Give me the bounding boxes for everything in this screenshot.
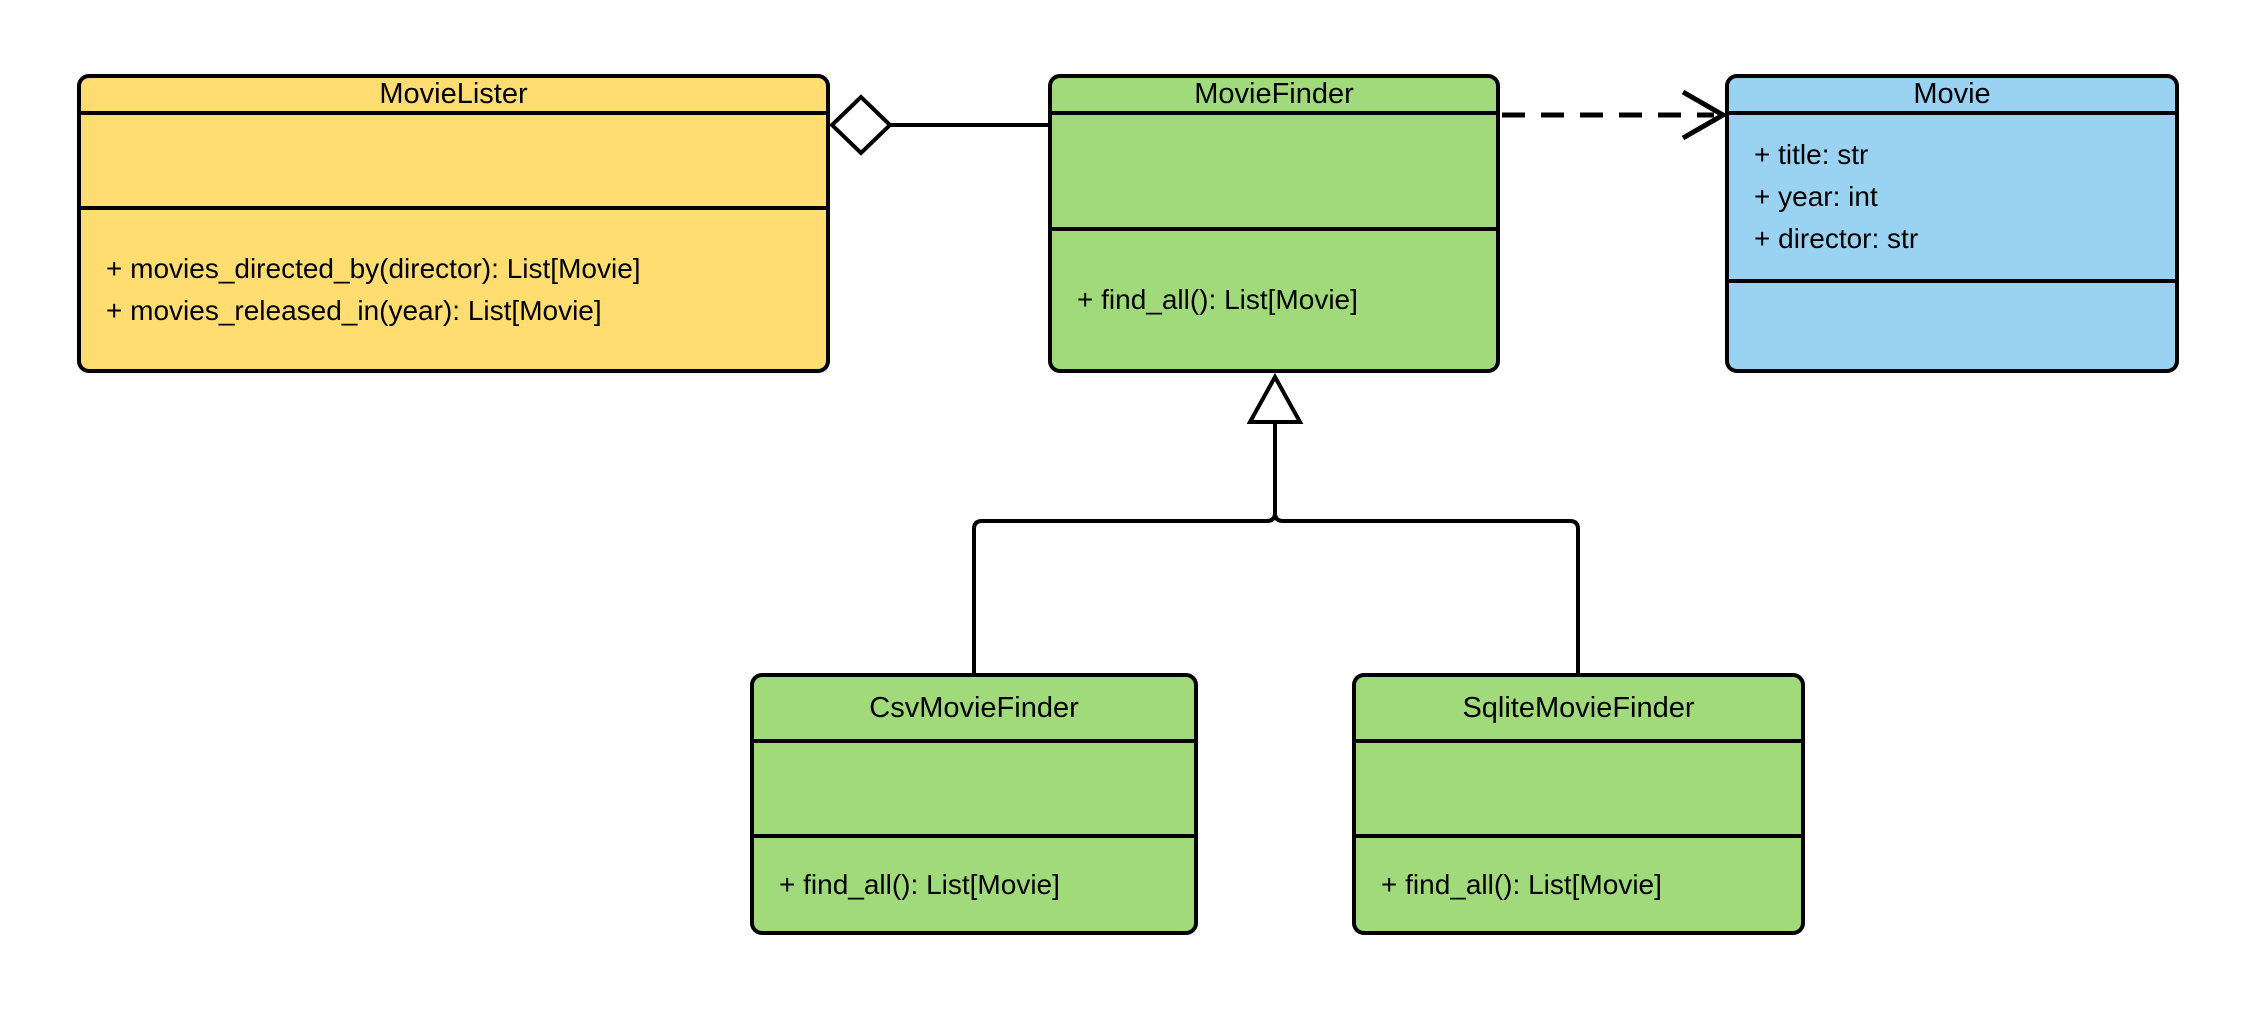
method-line: + movies_directed_by(director): List[Mov… [106, 252, 641, 284]
methods-section: + movies_directed_by(director): List[Mov… [81, 210, 826, 369]
attribute-line: + title: str [1754, 139, 1869, 170]
class-title: CsvMovieFinder [754, 677, 1194, 743]
class-box-movie-finder: MovieFinder + find_all(): List[Movie] [1048, 74, 1500, 373]
methods-section: + find_all(): List[Movie] [1052, 231, 1496, 369]
aggregation-diamond-icon [829, 94, 893, 156]
attributes-section: + title: str + year: int + director: str [1729, 115, 2175, 283]
class-title: MovieLister [81, 78, 826, 115]
inheritance-hollow-triangle-icon [1246, 372, 1304, 424]
attributes-section [1052, 115, 1496, 231]
class-title: MovieFinder [1052, 78, 1496, 115]
method-line: + movies_released_in(year): List[Movie] [106, 294, 602, 326]
attribute-line: + year: int [1754, 181, 1878, 212]
attribute-line: + director: str [1754, 223, 1919, 254]
class-title: Movie [1729, 78, 2175, 115]
inheritance-branch-left [972, 422, 1277, 673]
methods-section [1729, 283, 2175, 369]
class-box-movie: Movie + title: str + year: int + directo… [1725, 74, 2179, 373]
dependency-open-arrowhead-icon [1681, 89, 1729, 141]
attributes-section [81, 115, 826, 210]
attributes-section [1356, 743, 1801, 838]
method-line: + find_all(): List[Movie] [1381, 868, 1662, 900]
class-box-sqlite-movie-finder: SqliteMovieFinder + find_all(): List[Mov… [1352, 673, 1805, 935]
aggregation-connector [829, 94, 1048, 156]
class-box-movie-lister: MovieLister + movies_directed_by(directo… [77, 74, 830, 373]
inheritance-connector [972, 372, 1580, 673]
method-line: + find_all(): List[Movie] [1077, 284, 1358, 315]
inheritance-branch-right [1273, 422, 1580, 673]
class-title: SqliteMovieFinder [1356, 677, 1801, 743]
attributes-section [754, 743, 1194, 838]
methods-section: + find_all(): List[Movie] [1356, 838, 1801, 931]
methods-section: + find_all(): List[Movie] [754, 838, 1194, 931]
class-box-csv-movie-finder: CsvMovieFinder + find_all(): List[Movie] [750, 673, 1198, 935]
method-line: + find_all(): List[Movie] [779, 868, 1060, 900]
dependency-connector [1502, 89, 1729, 141]
